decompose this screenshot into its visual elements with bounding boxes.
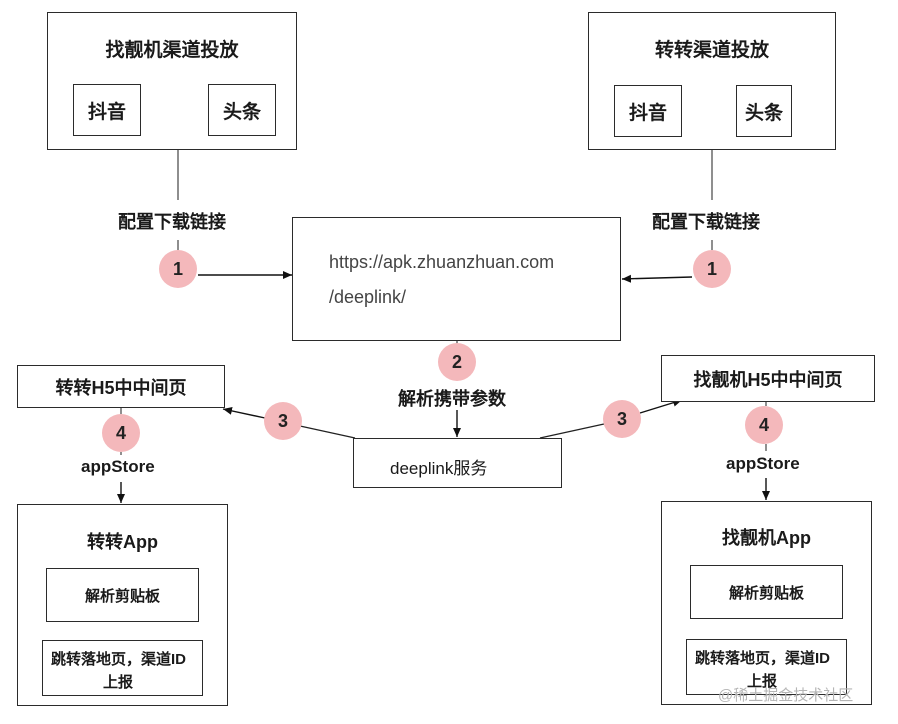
step-4-right-badge: 4: [745, 406, 783, 444]
step-1-right-badge: 1: [693, 250, 731, 288]
left-channel-item-toutiao: 头条: [208, 84, 276, 136]
parse-params-label: 解析携带参数: [398, 389, 506, 409]
right-channel-item-douyin: 抖音: [614, 85, 682, 137]
step-1-left-badge: 1: [159, 250, 197, 288]
left-channel-item-douyin-label: 抖音: [87, 101, 126, 123]
arrow-step3-to-right-h5: [639, 398, 683, 414]
config-label-right: 配置下载链接: [652, 212, 760, 232]
arrow-right-to-url: [621, 274, 693, 283]
deeplink-service-label: deeplink服务: [390, 459, 488, 478]
left-app-step-jump-report: 跳转落地页，渠道ID 上报: [42, 640, 203, 696]
left-channel-item-toutiao-label: 头条: [222, 101, 261, 123]
left-app-title: 转转App: [87, 532, 158, 552]
step-3-left-badge: 3: [264, 402, 302, 440]
left-app-step-jump-report-line2: 上报: [103, 674, 134, 691]
arrow-step3-to-left-h5: [222, 406, 266, 419]
right-channel-item-douyin-label: 抖音: [628, 102, 667, 124]
deeplink-url-line2: /deeplink/: [329, 287, 407, 307]
right-h5-label: 找靓机H5中中间页: [693, 369, 843, 390]
appstore-label-right: appStore: [726, 454, 800, 473]
appstore-label-left: appStore: [81, 457, 155, 476]
step-2-badge: 2: [438, 343, 476, 381]
right-app-step-jump-report: 跳转落地页，渠道ID 上报: [686, 639, 847, 695]
right-app-step-parse-clipboard-label: 解析剪贴板: [728, 584, 804, 602]
right-channel-item-toutiao-label: 头条: [744, 102, 783, 124]
left-channel-box: 找靓机渠道投放 抖音 头条: [47, 12, 297, 150]
right-app-step-jump-report-line1: 跳转落地页，渠道ID: [695, 650, 831, 667]
watermark: @稀土掘金技术社区: [718, 687, 854, 704]
line-service-to-step3-right: [539, 423, 605, 439]
right-channel-title: 转转渠道投放: [654, 40, 769, 61]
deeplink-url-box: https://apk.zhuanzhuan.com /deeplink/: [292, 217, 621, 341]
left-h5-box: 转转H5中中间页: [17, 365, 225, 408]
left-app-box: 转转App 解析剪贴板 跳转落地页，渠道ID 上报: [17, 504, 228, 706]
right-app-box: 找靓机App 解析剪贴板 跳转落地页，渠道ID 上报: [661, 501, 872, 705]
left-app-step-parse-clipboard: 解析剪贴板: [46, 568, 199, 622]
line-service-to-step3-left: [299, 425, 356, 439]
left-app-step-jump-report-line1: 跳转落地页，渠道ID: [51, 651, 187, 668]
step-4-left-badge: 4: [102, 414, 140, 452]
config-label-left: 配置下载链接: [118, 212, 226, 232]
left-h5-label: 转转H5中中间页: [55, 377, 187, 398]
right-channel-box: 转转渠道投放 抖音 头条: [588, 12, 836, 150]
left-channel-title: 找靓机渠道投放: [105, 40, 239, 61]
right-app-step-parse-clipboard: 解析剪贴板: [690, 565, 843, 619]
right-app-title: 找靓机App: [722, 528, 811, 548]
deeplink-service-box: deeplink服务: [353, 438, 562, 488]
left-channel-item-douyin: 抖音: [73, 84, 141, 136]
right-app-step-jump-report-line2: 上报: [747, 673, 778, 690]
right-h5-box: 找靓机H5中中间页: [661, 355, 875, 402]
right-channel-item-toutiao: 头条: [736, 85, 792, 137]
step-3-right-badge: 3: [603, 400, 641, 438]
left-app-step-parse-clipboard-label: 解析剪贴板: [84, 587, 160, 605]
deeplink-url-line1: https://apk.zhuanzhuan.com: [329, 252, 555, 272]
